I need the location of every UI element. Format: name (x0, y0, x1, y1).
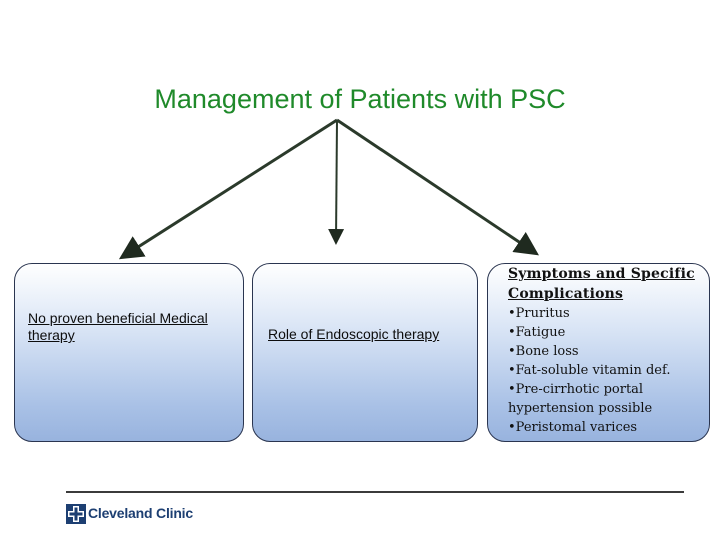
box-symptoms-complications (487, 263, 710, 442)
arrow-center (328, 119, 345, 245)
logo-text: Cleveland Clinic (88, 505, 193, 521)
cleveland-clinic-logo-icon (66, 504, 86, 524)
slide-title: Management of Patients with PSC (154, 84, 566, 114)
arrow-right (336, 118, 539, 256)
box-endoscopic-therapy (252, 263, 478, 442)
list-item: •Fat-soluble vitamin def. (508, 363, 671, 378)
symptoms-list: •Pruritus •Fatigue •Bone loss •Fat-solub… (508, 304, 713, 437)
medical-therapy-label: No proven beneficial Medical therapy (28, 310, 208, 343)
list-item: •Bone loss (508, 344, 579, 359)
box-medical-therapy (14, 263, 244, 442)
symptoms-content: Symptoms and Specific Complications •Pru… (508, 264, 713, 437)
list-item: •Pre-cirrhotic portal hypertension possi… (508, 382, 653, 416)
arrow-left (118, 118, 338, 260)
list-item: •Pruritus (508, 306, 570, 321)
list-item: •Peristomal varices (508, 420, 638, 435)
footer-divider (66, 491, 684, 493)
list-item: •Fatigue (508, 325, 566, 340)
symptoms-heading: Symptoms and Specific Complications (508, 266, 695, 302)
endoscopic-therapy-label: Role of Endoscopic therapy (268, 326, 440, 342)
